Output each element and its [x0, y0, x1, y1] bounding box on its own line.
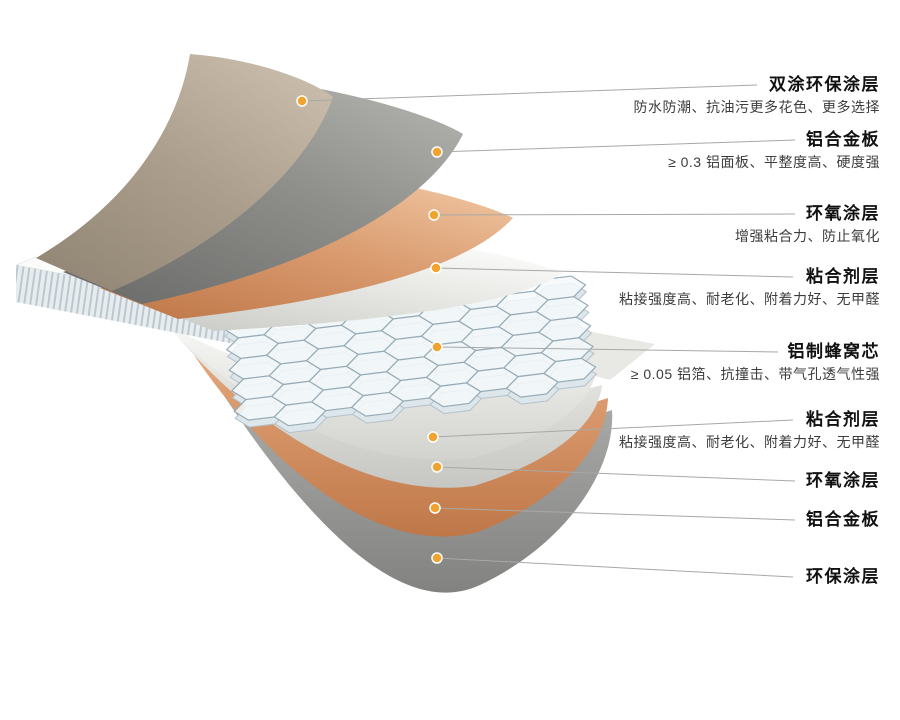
layer-dot — [431, 552, 443, 564]
sheet-eco-coating-top — [36, 54, 333, 291]
layer-dot — [428, 209, 440, 221]
leader-line — [433, 213, 796, 216]
leader-line — [436, 139, 796, 153]
leader-line — [434, 507, 796, 521]
layer-dot — [429, 502, 441, 514]
leader-line — [436, 466, 796, 482]
leader-line — [436, 557, 794, 578]
layer-dot — [296, 95, 308, 107]
layer-dot — [427, 431, 439, 443]
honeycomb-core — [223, 275, 598, 434]
leader-line — [301, 84, 758, 102]
layer-dot — [431, 461, 443, 473]
leader-lines — [301, 84, 796, 578]
leader-line — [435, 267, 794, 278]
layer-dot — [430, 262, 442, 274]
layer-dot — [431, 341, 443, 353]
layer-dots — [296, 95, 443, 564]
leader-line — [436, 346, 779, 353]
layer-dot — [431, 146, 443, 158]
honeycomb-cell — [543, 357, 597, 383]
leader-line — [432, 419, 794, 438]
